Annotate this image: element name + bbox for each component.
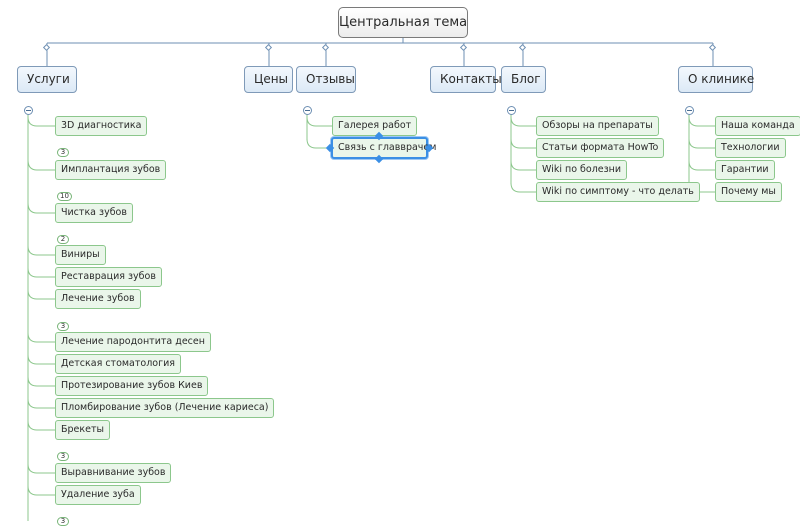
collapse-icon[interactable] — [303, 106, 312, 115]
topic-o-klinike[interactable]: О клинике — [678, 66, 754, 93]
subtopic-node[interactable]: Брекеты — [55, 420, 111, 440]
subtopic-node[interactable]: Лечение зубов — [55, 289, 141, 309]
collapsed-count-badge[interactable]: 3 — [57, 452, 69, 461]
subtopic-node[interactable]: 3D диагностика — [55, 116, 148, 136]
collapsed-count-badge[interactable]: 3 — [57, 322, 69, 331]
subtopic-node[interactable]: Чистка зубов — [55, 203, 133, 223]
subtopic-node[interactable]: Почему мы — [715, 182, 782, 202]
subtopic-node[interactable]: Виниры — [55, 245, 106, 265]
subtopic-node[interactable]: Лечение пародонтита десен — [55, 332, 211, 352]
subtopic-node[interactable]: Статьи формата HowTo — [536, 138, 665, 158]
subtopic-node[interactable]: Протезирование зубов Киев — [55, 376, 209, 396]
subtopic-node[interactable]: Выравнивание зубов — [55, 463, 172, 483]
subtopic-node[interactable]: Wiki по симптому - что делать — [536, 182, 700, 202]
subtopic-node[interactable]: Наша команда — [715, 116, 800, 136]
collapsed-count-badge[interactable]: 2 — [57, 235, 69, 244]
subtopic-node[interactable]: Галерея работ — [332, 116, 418, 136]
subtopic-node[interactable]: Имплантация зубов — [55, 160, 167, 180]
topic-tseny[interactable]: Цены — [244, 66, 293, 93]
subtopic-node[interactable]: Гарантии — [715, 160, 775, 180]
subtopic-node[interactable]: Детская стоматология — [55, 354, 181, 374]
collapsed-count-badge[interactable]: 3 — [57, 148, 69, 157]
collapse-icon[interactable] — [507, 106, 516, 115]
central-topic-node[interactable]: Центральная тема — [338, 7, 468, 38]
collapsed-count-badge[interactable]: 3 — [57, 517, 69, 526]
topic-kontakty[interactable]: Контакты — [430, 66, 502, 93]
subtopic-node[interactable]: Wiki по болезни — [536, 160, 628, 180]
subtopic-node[interactable]: Реставрация зубов — [55, 267, 162, 287]
topic-blog[interactable]: Блог — [501, 66, 546, 93]
collapse-icon[interactable] — [685, 106, 694, 115]
collapsed-count-badge[interactable]: 10 — [57, 192, 72, 201]
topic-otzyvy[interactable]: Отзывы — [296, 66, 356, 93]
topic-uslugi[interactable]: Услуги — [17, 66, 77, 93]
subtopic-node[interactable]: Удаление зуба — [55, 485, 141, 505]
collapse-icon[interactable] — [24, 106, 33, 115]
subtopic-node[interactable]: Пломбирование зубов (Лечение кариеса) — [55, 398, 275, 418]
subtopic-node[interactable]: Обзоры на препараты — [536, 116, 659, 136]
subtopic-node[interactable]: Технологии — [715, 138, 786, 158]
